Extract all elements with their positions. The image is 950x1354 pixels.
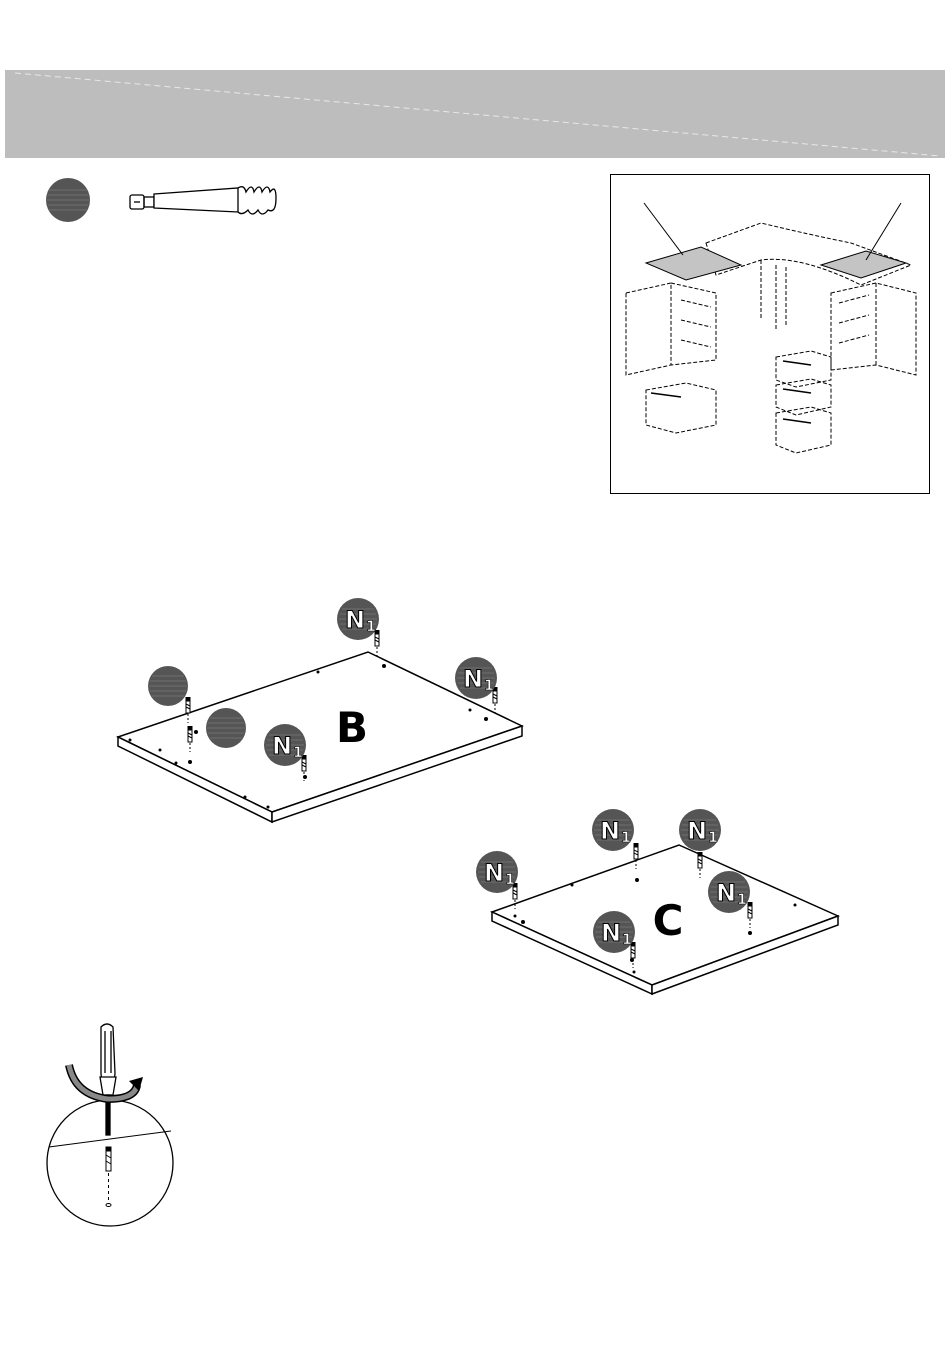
n1-badge: N 1 <box>337 598 379 640</box>
svg-text:1: 1 <box>622 932 632 948</box>
svg-text:N: N <box>484 859 504 887</box>
svg-text:1: 1 <box>484 678 494 694</box>
svg-text:1: 1 <box>708 830 718 846</box>
header-band <box>5 70 945 158</box>
svg-text:1: 1 <box>621 830 631 846</box>
part-legend <box>40 170 290 230</box>
screwdriver-detail <box>35 1015 195 1230</box>
n1-badge: N 1 <box>593 911 635 953</box>
panel-b-label: B <box>336 703 368 752</box>
overview-diagram <box>610 174 930 494</box>
part-badge <box>206 708 246 748</box>
n1-badge: N 1 <box>476 851 518 893</box>
assembly-diagram: B C <box>0 560 950 1040</box>
n1-badge: N 1 <box>679 809 721 851</box>
svg-text:N: N <box>601 919 621 947</box>
n1-badge: N 1 <box>455 657 497 699</box>
svg-text:N: N <box>716 879 736 907</box>
panel-c-label: C <box>653 896 684 945</box>
svg-text:1: 1 <box>505 872 515 888</box>
svg-text:1: 1 <box>293 745 303 761</box>
highlighted-panel-left <box>646 247 741 280</box>
part-badge <box>46 178 90 222</box>
svg-text:N: N <box>272 732 292 760</box>
panel-c: C <box>492 845 838 994</box>
svg-text:1: 1 <box>737 892 747 908</box>
cam-bolt-icon <box>130 187 276 214</box>
highlighted-panel-right <box>821 251 906 278</box>
n1-badge: N 1 <box>708 871 750 913</box>
svg-text:N: N <box>463 665 483 693</box>
n1-badge: N 1 <box>592 809 634 851</box>
svg-text:N: N <box>687 817 707 845</box>
header-dashed-line <box>5 70 945 158</box>
part-badge <box>148 666 188 706</box>
svg-text:N: N <box>600 817 620 845</box>
svg-text:1: 1 <box>366 619 376 635</box>
n1-badge: N 1 <box>264 724 306 766</box>
svg-text:N: N <box>345 606 365 634</box>
